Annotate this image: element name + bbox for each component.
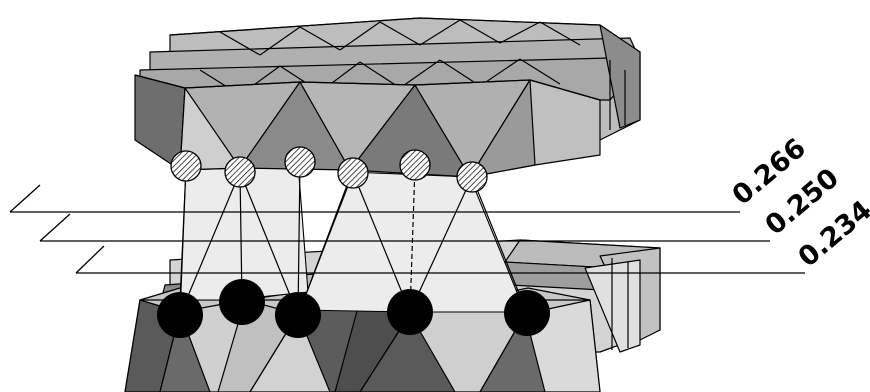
hatched-atoms (170, 146, 488, 193)
solid-atom (504, 290, 550, 336)
plane-0250 (39, 213, 71, 242)
solid-atom (387, 289, 433, 335)
solid-atom (275, 292, 321, 338)
hatched-atom (337, 157, 369, 189)
hatched-atom (456, 161, 488, 193)
hatched-atom (284, 146, 316, 178)
hatched-atom (399, 149, 431, 181)
solid-atom (219, 279, 265, 325)
plane-0234 (75, 245, 105, 274)
upper-slab (134, 17, 641, 178)
solid-atom (157, 292, 203, 338)
plane-0266 (9, 184, 41, 213)
reference-planes (9, 184, 805, 274)
hatched-atom (224, 156, 256, 188)
hatched-atom (170, 150, 202, 182)
solid-atoms (157, 279, 550, 338)
plane-labels: 0.266 0.250 0.234 (727, 133, 870, 274)
